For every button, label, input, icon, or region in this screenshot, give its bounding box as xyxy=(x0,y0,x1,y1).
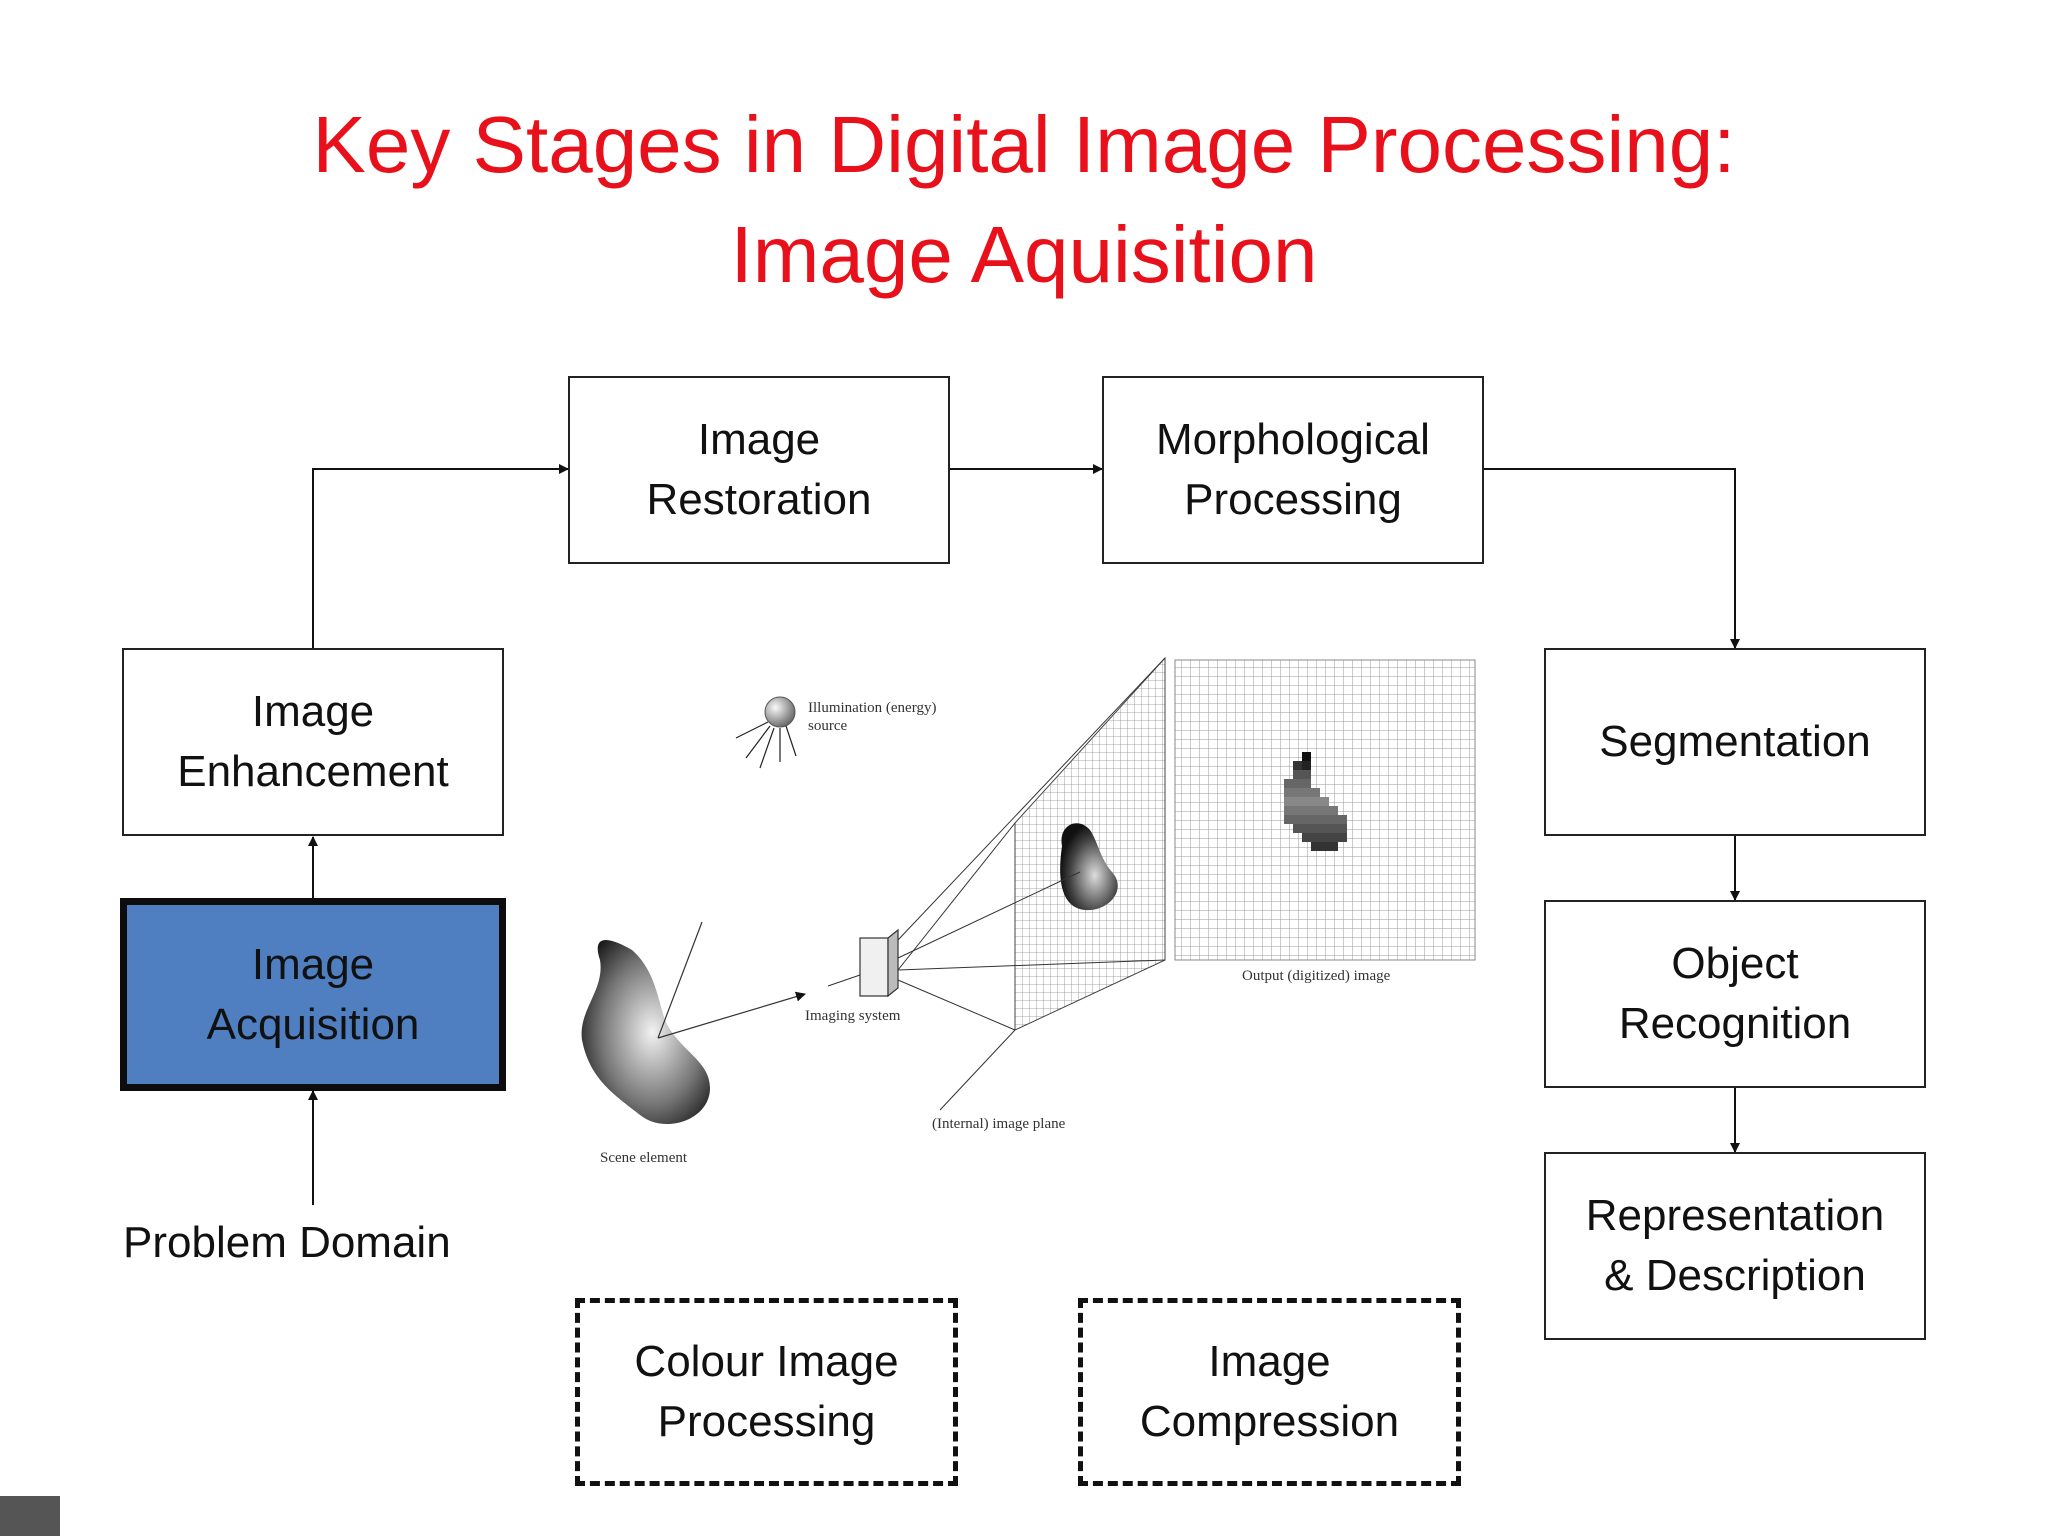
morphological-line1: Morphological xyxy=(1156,415,1430,464)
object-recognition-line2: Recognition xyxy=(1618,999,1852,1048)
slide-title-line1: Key Stages in Digital Image Processing: xyxy=(312,100,1736,189)
scene-element-label: Scene element xyxy=(600,1150,688,1166)
output-image-label: Output (digitized) image xyxy=(1242,968,1391,984)
image-plane-blob xyxy=(1060,823,1118,911)
image-acquisition-box: Image Acquisition xyxy=(120,898,506,1091)
image-compression-box: Image Compression xyxy=(1078,1298,1461,1486)
representation-line1: Representation xyxy=(1585,1191,1885,1240)
colour-image-processing-box: Colour Image Processing xyxy=(575,1298,958,1486)
acquisition-illustration: Illumination (energy) source Ima xyxy=(581,656,1476,1166)
segmentation-line1: Segmentation xyxy=(1599,717,1871,766)
enhancement-line1: Image xyxy=(251,687,375,736)
segmentation-box: Segmentation xyxy=(1544,648,1926,836)
arrow-morphological-to-segmentation xyxy=(1484,468,1740,649)
object-recognition-line1: Object xyxy=(1671,939,1799,988)
light-rays xyxy=(735,721,797,769)
illumination-label: Illumination (energy) source xyxy=(808,700,936,734)
illumination-source-icon xyxy=(764,696,796,728)
morphological-line2: Processing xyxy=(1184,475,1402,524)
acquisition-line2: Acquisition xyxy=(206,999,420,1049)
presenter-logo xyxy=(0,1496,60,1536)
representation-description-box: Representation & Description xyxy=(1544,1152,1926,1340)
acquisition-line1: Image xyxy=(251,939,375,989)
illumination-label-line2: source xyxy=(808,718,847,734)
scene-element-blob xyxy=(581,940,710,1125)
colour-line1: Colour Image xyxy=(634,1337,899,1386)
arrow-enhancement-to-restoration xyxy=(312,464,569,648)
enhancement-line2: Enhancement xyxy=(177,747,449,796)
restoration-line1: Image xyxy=(697,415,821,464)
compression-line2: Compression xyxy=(1139,1397,1400,1446)
imaging-system-label: Imaging system xyxy=(805,1008,901,1024)
slide-title: Key Stages in Digital Image Processing: … xyxy=(0,90,2048,310)
image-enhancement-box: Image Enhancement xyxy=(122,648,504,836)
digitized-image-pixels xyxy=(1284,752,1347,851)
image-restoration-box: Image Restoration xyxy=(568,376,950,564)
representation-line2: & Description xyxy=(1604,1251,1866,1300)
problem-domain-label: Problem Domain xyxy=(123,1218,451,1267)
slide-title-line2: Image Aquisition xyxy=(730,210,1318,299)
illumination-label-line1: Illumination (energy) xyxy=(808,700,936,716)
image-plane-label: (Internal) image plane xyxy=(932,1116,1066,1132)
colour-line2: Processing xyxy=(657,1397,876,1446)
object-recognition-box: Object Recognition xyxy=(1544,900,1926,1088)
morphological-processing-box: Morphological Processing xyxy=(1102,376,1484,564)
restoration-line2: Restoration xyxy=(646,475,872,524)
imaging-system-icon xyxy=(859,937,889,997)
compression-line1: Image xyxy=(1208,1337,1331,1386)
